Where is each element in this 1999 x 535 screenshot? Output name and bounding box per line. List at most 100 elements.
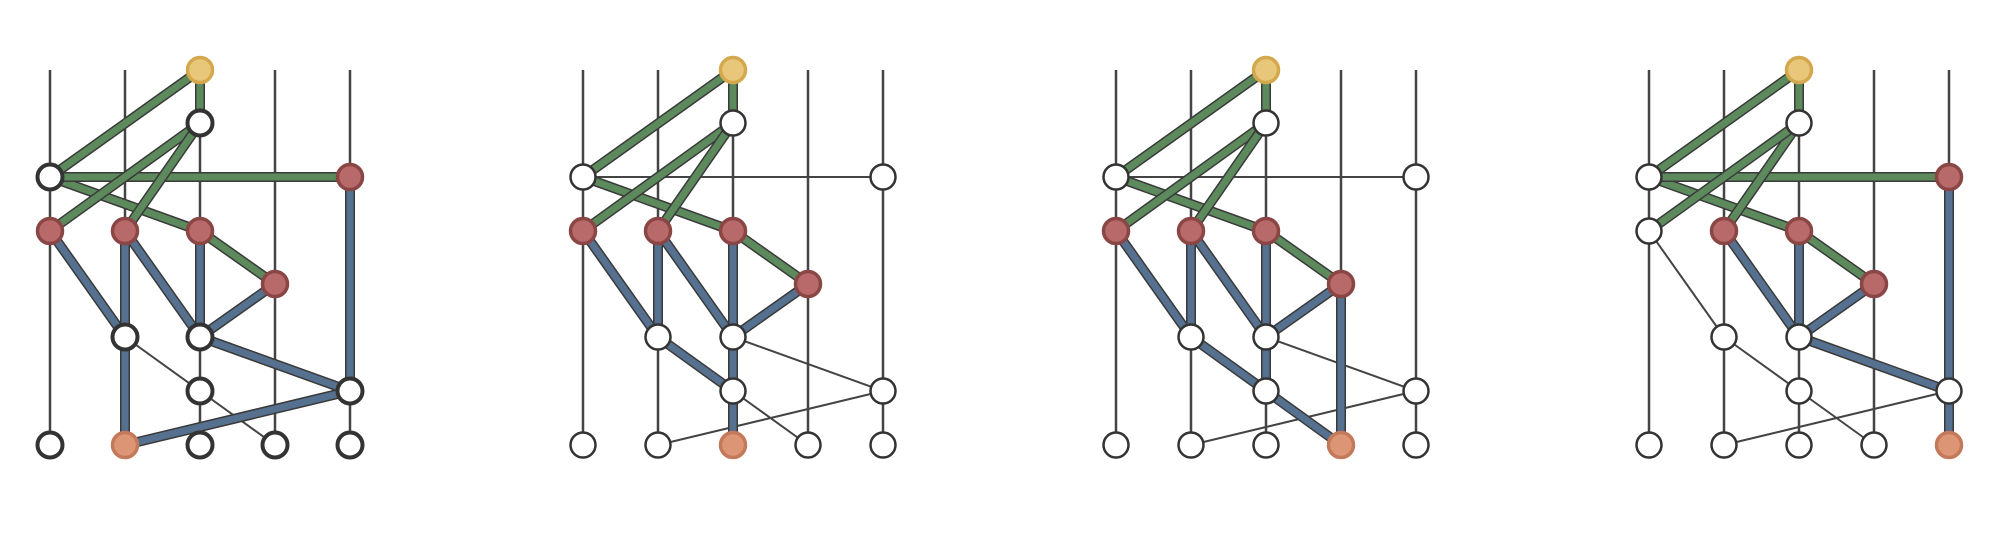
white-node — [35, 430, 65, 460]
white-node — [719, 109, 747, 137]
white-node — [869, 377, 897, 405]
white-node — [1102, 163, 1130, 191]
panel-4 — [1635, 55, 1964, 460]
panel-1 — [35, 55, 365, 460]
white-node — [185, 430, 215, 460]
red-node — [260, 269, 290, 299]
green-edge — [1112, 119, 1270, 235]
red-node — [185, 216, 215, 246]
blue-edge — [46, 227, 129, 341]
blue-edge — [1720, 227, 1803, 341]
green-edge — [729, 227, 812, 288]
green-edge — [1720, 119, 1803, 235]
orange-node — [110, 430, 140, 460]
red-node — [718, 216, 748, 246]
thin-edge — [657, 390, 884, 446]
red-node — [335, 162, 365, 192]
orange-node — [718, 430, 748, 460]
red-node — [1859, 269, 1889, 299]
white-node — [335, 430, 365, 460]
gold-node — [185, 55, 215, 85]
green-edge — [1112, 66, 1270, 181]
white-node — [569, 431, 597, 459]
red-node — [568, 216, 598, 246]
blue-edge — [121, 387, 354, 449]
white-node — [1635, 217, 1663, 245]
red-node — [35, 216, 65, 246]
blue-edge — [196, 280, 279, 341]
green-edge — [654, 119, 737, 235]
white-node — [644, 431, 672, 459]
white-node — [869, 431, 897, 459]
thin-edge — [732, 336, 884, 392]
blue-edge — [1187, 333, 1270, 395]
white-node — [1710, 323, 1738, 351]
white-node — [1177, 323, 1205, 351]
gold-node — [1784, 55, 1814, 85]
white-node — [1785, 109, 1813, 137]
white-node — [1785, 431, 1813, 459]
green-edge — [46, 66, 204, 181]
white-node — [794, 431, 822, 459]
white-node — [719, 377, 747, 405]
panel-2 — [568, 55, 897, 460]
red-node — [1326, 269, 1356, 299]
thin-edge — [1723, 390, 1950, 446]
green-edge — [46, 119, 204, 235]
green-edge — [1645, 66, 1803, 181]
white-node — [1252, 109, 1280, 137]
white-node — [1710, 431, 1738, 459]
white-node — [1860, 431, 1888, 459]
blue-edge — [654, 333, 737, 395]
blue-edge — [1795, 280, 1878, 341]
red-node — [793, 269, 823, 299]
red-node — [110, 216, 140, 246]
white-node — [719, 323, 747, 351]
green-edge — [1262, 227, 1345, 288]
orange-node — [1934, 430, 1964, 460]
white-node — [1635, 431, 1663, 459]
white-node — [1252, 377, 1280, 405]
white-node — [644, 323, 672, 351]
white-node — [569, 163, 597, 191]
red-node — [1251, 216, 1281, 246]
green-edge — [1187, 119, 1270, 235]
white-node — [869, 163, 897, 191]
white-node — [1402, 431, 1430, 459]
green-edge — [1795, 227, 1878, 288]
blue-edge — [196, 333, 354, 395]
white-node — [1402, 163, 1430, 191]
blue-edge — [1262, 280, 1345, 341]
panel-3 — [1101, 55, 1430, 460]
blue-edge — [729, 280, 812, 341]
white-node — [185, 322, 215, 352]
green-edge — [579, 66, 737, 181]
blue-edge — [1187, 227, 1270, 341]
white-node — [1935, 377, 1963, 405]
red-node — [1709, 216, 1739, 246]
green-edge — [1645, 173, 1803, 235]
white-node — [1177, 431, 1205, 459]
white-node — [1252, 431, 1280, 459]
gold-node — [718, 55, 748, 85]
green-edge — [579, 119, 737, 235]
white-node — [185, 376, 215, 406]
blue-edge — [1795, 333, 1953, 395]
green-edge — [121, 119, 204, 235]
blue-edge — [654, 227, 737, 341]
red-node — [1176, 216, 1206, 246]
red-node — [1934, 162, 1964, 192]
white-node — [35, 162, 65, 192]
red-node — [1101, 216, 1131, 246]
green-edge — [196, 227, 279, 288]
blue-edge — [1262, 387, 1345, 449]
blue-edge — [1112, 227, 1195, 341]
white-node — [260, 430, 290, 460]
white-node — [1785, 377, 1813, 405]
thin-edge — [124, 336, 201, 392]
blue-edge — [579, 227, 662, 341]
thin-edge — [1648, 230, 1725, 338]
white-node — [1785, 323, 1813, 351]
red-node — [1784, 216, 1814, 246]
